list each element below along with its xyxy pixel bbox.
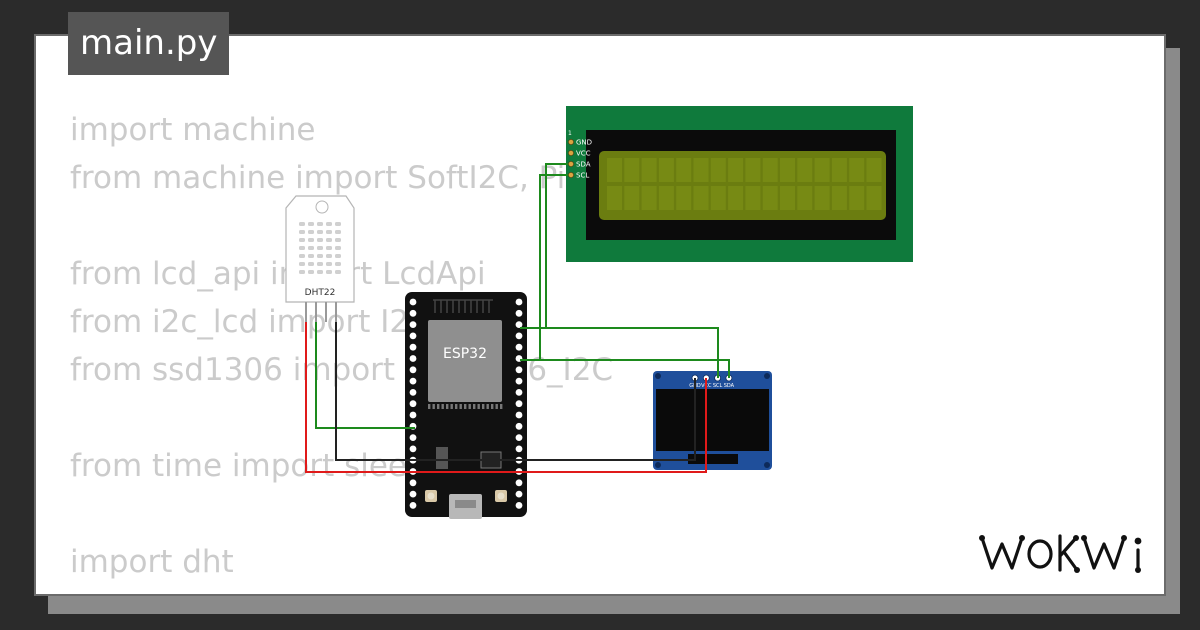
code-line: from machine import SoftI2C, Pin [70,160,585,196]
lcd-pin-label: GND [576,139,592,147]
esp32-board[interactable]: ESP32 [405,292,527,519]
lcd-pin-label: SDA [576,161,591,169]
code-line: import machine [70,112,316,148]
lcd-pin1-marker: 1 [568,130,572,137]
wires [305,163,730,473]
file-tab[interactable]: main.py [68,12,230,75]
lcd-pin-label: VCC [576,150,591,158]
code-background: import machine from machine import SoftI… [70,106,613,594]
wire-gnd[interactable] [335,322,696,461]
lcd-pin-label: SCL [576,172,589,180]
wire-lcd-sda[interactable] [520,163,568,329]
wokwi-logo [979,534,1142,573]
wire-dht-data[interactable] [315,322,415,429]
code-line: from lcd_api import LcdApi [70,256,486,292]
dht22-label: DHT22 [305,288,336,298]
dht22-sensor[interactable]: DHT22 [285,195,355,322]
esp32-pin-headers [409,298,523,509]
wire-oled-sda[interactable] [520,359,730,378]
code-line: sensor = dht.DHT22(Pin(4)) [70,586,613,594]
oled-pin-label: SDA [724,383,735,389]
wire-vcc[interactable] [305,322,707,473]
lcd-character-grid [607,158,882,210]
wire-oled-scl[interactable] [520,327,719,378]
oled-pin-label: SCL [713,383,723,389]
esp32-label: ESP32 [443,346,487,362]
code-line: import dht [70,544,234,580]
code-line: from time import sleep [70,448,427,484]
lcd-display[interactable]: 1 GND VCC SDA SCL [566,106,913,262]
wire-lcd-scl[interactable] [520,174,568,361]
dht22-grille [299,222,341,274]
